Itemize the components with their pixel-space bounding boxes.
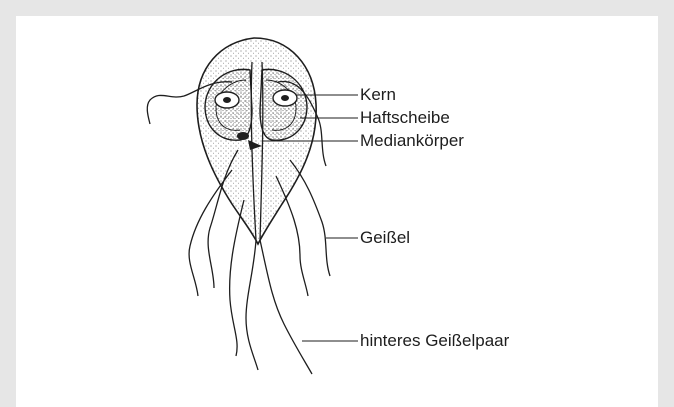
label-haftscheibe: Haftscheibe <box>360 108 450 128</box>
nucleus-left <box>215 92 239 108</box>
label-mediankoerper: Mediankörper <box>360 131 464 151</box>
label-kern: Kern <box>360 85 396 105</box>
posterior-flagellum-1 <box>246 240 258 370</box>
nucleus-right <box>273 90 297 106</box>
label-geissel: Geißel <box>360 228 410 248</box>
posterior-flagellum-2 <box>260 240 312 374</box>
posterior-flagellum-3 <box>230 200 244 356</box>
label-hinteres-geisselpaar: hinteres Geißelpaar <box>360 331 509 351</box>
